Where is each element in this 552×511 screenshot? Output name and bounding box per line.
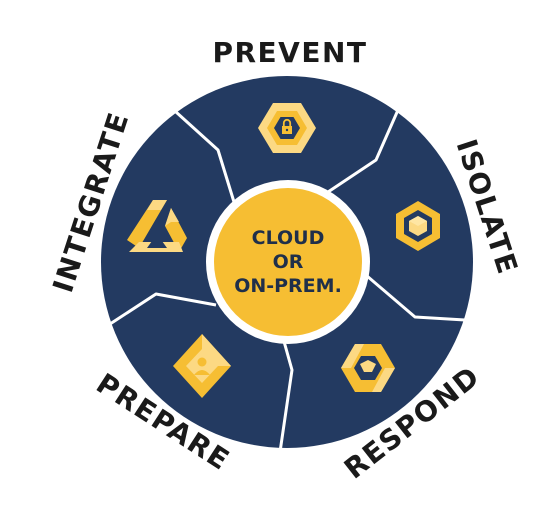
hexagon-lock-icon <box>258 103 316 153</box>
label-prevent: PREVENT <box>212 36 367 69</box>
hexagon-cube-icon <box>396 201 440 251</box>
center-line-3: ON-PREM. <box>234 275 342 297</box>
triangle-blocks-icon <box>127 200 187 252</box>
interlocking-hexagon-icon <box>341 344 395 392</box>
diamond-user-icon <box>173 334 231 398</box>
center-line-2: OR <box>273 251 304 273</box>
center-disc <box>214 188 362 336</box>
center-line-1: CLOUD <box>252 227 325 249</box>
